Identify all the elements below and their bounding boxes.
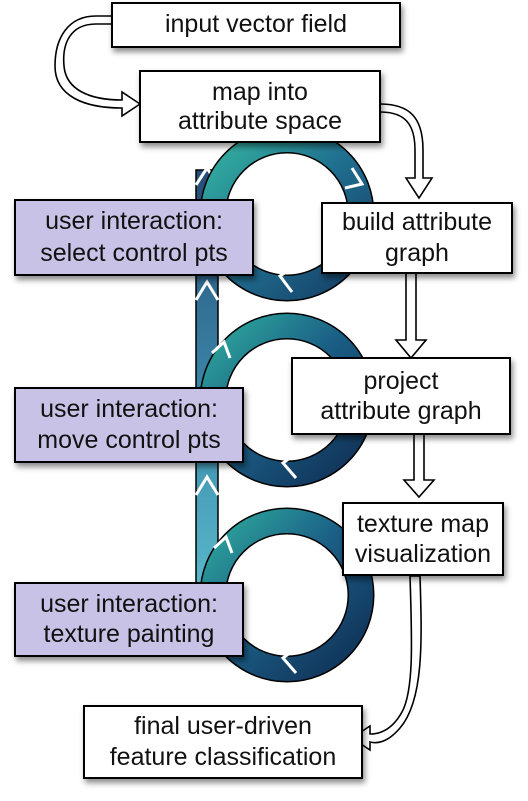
box-user-interaction-paint: user interaction: texture painting [14,582,244,657]
box-texture-line-1: texture map [357,510,489,538]
box-texture-map-visualization: texture map visualization [342,502,504,576]
box-project-attribute-graph: project attribute graph [291,357,511,435]
arrow-project-to-texture [402,433,436,499]
arrow-texture-to-final [350,575,422,752]
box-project-line-1: project [363,367,438,395]
box-paint-line-1: user interaction: [40,590,218,618]
arrow-input-to-map [54,15,142,118]
box-move-line-1: user interaction: [40,395,218,423]
box-map-attribute-space: map into attribute space [139,70,381,143]
flow-arrows [54,15,436,752]
box-texture-line-2: visualization [355,540,491,568]
arrow-map-to-build [379,103,434,200]
box-select-line-2: select control pts [40,239,228,267]
box-final-line-1: final user-driven [134,712,312,740]
box-build-line-1: build attribute [342,208,492,236]
box-final-line-2: feature classification [110,743,337,771]
box-input-vector-field: input vector field [111,2,401,48]
box-final-feature-classification: final user-driven feature classification [83,705,363,779]
box-input-line-1: input vector field [165,10,347,38]
arrow-build-to-project [394,271,428,360]
box-project-line-2: attribute graph [320,397,481,425]
box-move-line-2: move control pts [37,426,220,454]
box-paint-line-2: texture painting [44,620,215,648]
box-user-interaction-select: user interaction: select control pts [14,199,254,276]
box-map-line-1: map into [212,78,308,106]
box-build-attribute-graph: build attribute graph [321,202,513,274]
box-user-interaction-move: user interaction: move control pts [14,387,244,463]
box-build-line-2: graph [385,239,449,267]
box-select-line-1: user interaction: [45,207,223,235]
box-map-line-2: attribute space [178,107,342,135]
